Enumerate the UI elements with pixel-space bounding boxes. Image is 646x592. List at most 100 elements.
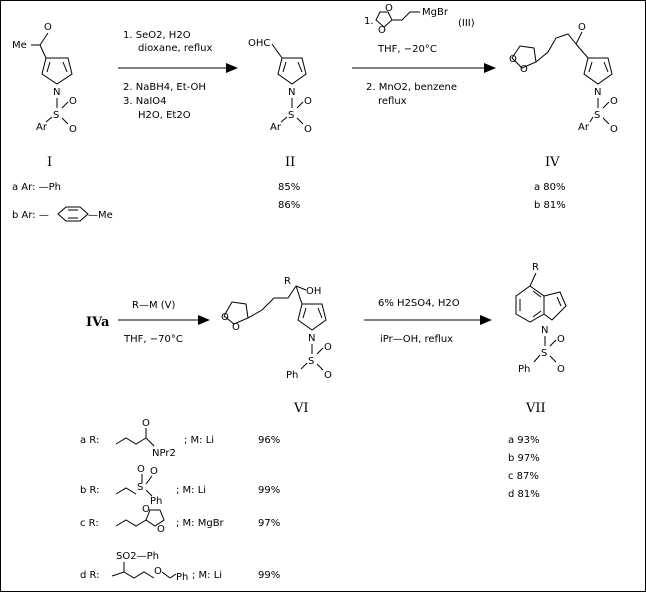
atom-ohc: OHC (248, 38, 270, 49)
list-VI-d-m: ; M: Li (192, 570, 222, 581)
yield-IV-a: a 80% (534, 182, 566, 193)
list-VI-c-label: c R: (80, 518, 99, 529)
list-VI-a-yield: 96% (258, 435, 280, 446)
atom-o: O (221, 312, 229, 323)
compound-label-II: II (285, 155, 295, 170)
step2-reagent1-rest: MgBr (422, 7, 449, 18)
list-VI-d-frag1: SO2—Ph (116, 551, 159, 562)
step2-reagent2: 2. MnO2, benzene (366, 82, 457, 93)
atom-o: O (378, 25, 386, 36)
list-VI-c-m: ; M: MgBr (176, 518, 225, 529)
compound-label-VII: VII (525, 401, 546, 416)
compound-I: Me O N S Ar O O I (12, 22, 77, 170)
step3-reagent: R—M (V) (132, 300, 175, 311)
step1-reagent-1: 1. SeO2, H2O (123, 30, 191, 41)
atom-s: S (288, 110, 294, 121)
compound-label-I: I (47, 155, 52, 170)
atom-ph: Ph (518, 364, 530, 375)
list-VI-c-frag1: O (142, 504, 150, 515)
atom-ph: Ph (286, 370, 298, 381)
list-VI-a-m: ; M: Li (184, 435, 214, 446)
yield-IV-b: b 81% (534, 200, 566, 211)
list-VI-b-frag1: O (150, 466, 158, 477)
list-VI-d-frag3: Ph (176, 572, 188, 583)
compound-VII: R N S Ph O O VII (515, 262, 567, 416)
arrow-step3 (118, 315, 210, 325)
atom-ar: Ar (578, 122, 590, 133)
list-VI-d: d R: SO2—Ph O Ph ; M: Li 99% (80, 551, 280, 583)
atom-o: O (232, 322, 240, 333)
atom-r: R (532, 262, 539, 273)
yield-II-a: 85% (278, 182, 300, 193)
atom-o: O (324, 370, 332, 381)
list-VI-b-frag2: S (137, 482, 143, 493)
atom-r: R (284, 276, 291, 287)
list-VI-b-frag3: Ph (150, 496, 162, 507)
start-IVa: IVa (86, 315, 110, 330)
list-VI-b-yield: 99% (258, 485, 280, 496)
yield-VII-c: c 87% (508, 471, 539, 482)
list-VI-a-frag1: O (142, 418, 150, 429)
compound-label-IV: IV (545, 155, 560, 170)
yield-VII-b: b 97% (508, 453, 540, 464)
list-I-b: b Ar: — —Me (12, 206, 113, 222)
atom-o: O (69, 124, 77, 135)
atom-o: O (509, 54, 517, 65)
compound-VI: O O R OH N S Ph O O VI (221, 276, 332, 416)
compound-label-VI: VI (293, 401, 309, 416)
list-I-b-label: b Ar: — (12, 210, 49, 221)
arrow-step1 (118, 63, 238, 73)
atom-me: Me (12, 40, 27, 51)
list-VI-b: b R: S O O Ph ; M: Li 99% (80, 464, 280, 507)
compound-IV: O O O N S Ar O O IV (509, 22, 618, 170)
step2-reagent1-cond: THF, −20°C (377, 44, 437, 55)
list-VI-b-m: ; M: Li (176, 485, 206, 496)
atom-n: N (53, 87, 60, 98)
atom-o: O (557, 334, 565, 345)
step2-reagent1-prefix: 1. (364, 16, 374, 27)
atom-o: O (578, 22, 586, 33)
arrow-step4 (364, 315, 492, 325)
atom-o: O (324, 342, 332, 353)
list-VI-d-frag2: O (154, 566, 162, 577)
step4-cond: iPr—OH, reflux (380, 334, 453, 345)
atom-o: O (610, 124, 618, 135)
reagent-III: 1. O O MgBr (III) (364, 3, 475, 36)
list-VI-c-yield: 97% (258, 518, 280, 529)
atom-ar: Ar (36, 122, 48, 133)
step2-reagent2-cond: reflux (378, 96, 407, 107)
atom-n: N (288, 87, 295, 98)
list-I-b-suffix: —Me (88, 210, 113, 221)
list-VI-c: c R: O O ; M: MgBr 97% (80, 504, 280, 535)
list-VI-c-frag2: O (157, 524, 165, 535)
atom-n: N (594, 87, 601, 98)
atom-o: O (385, 3, 393, 14)
step4-reagent: 6% H2SO4, H2O (378, 298, 460, 309)
atom-s: S (53, 110, 59, 121)
atom-n: N (308, 333, 315, 344)
atom-n: N (541, 325, 548, 336)
yield-VII-d: d 81% (508, 489, 540, 500)
atom-s: S (541, 348, 547, 359)
atom-o: O (557, 364, 565, 375)
step1-reagent-2: dioxane, reflux (138, 43, 213, 54)
list-VI-d-label: d R: (80, 570, 100, 581)
compound-II: OHC N S Ar O O II (248, 38, 312, 170)
atom-s: S (594, 110, 600, 121)
list-VI-b-frag1: O (137, 464, 145, 475)
yield-II-b: 86% (278, 200, 300, 211)
step3-cond: THF, −70°C (123, 334, 183, 345)
list-VI-a-label: a R: (80, 435, 99, 446)
step1-reagent-4: 3. NaIO4 (123, 96, 167, 107)
atom-o: O (520, 64, 528, 75)
atom-o: O (610, 96, 618, 107)
step2-reagent1-tag: (III) (458, 18, 475, 29)
list-VI-a: a R: O NPr2 ; M: Li 96% (80, 418, 280, 459)
atom-o: O (304, 96, 312, 107)
step1-reagent-5: H2O, Et2O (138, 110, 191, 121)
list-VI-a-frag2: NPr2 (152, 448, 176, 459)
atom-o: O (44, 22, 52, 33)
arrow-step2 (352, 63, 496, 73)
list-I-a: a Ar: —Ph (12, 182, 61, 193)
